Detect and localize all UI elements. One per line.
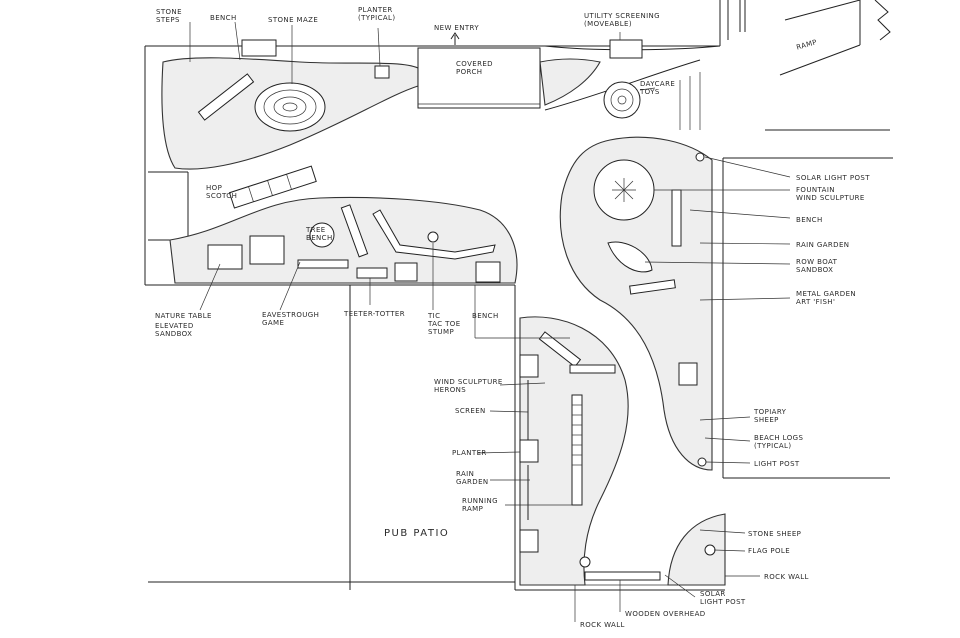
eavestrough-game <box>297 259 349 269</box>
label-pub-patio: PUB PATIO <box>384 528 449 539</box>
covered-porch <box>417 47 541 109</box>
label-light-post: LIGHT POST <box>754 460 800 468</box>
daycare-toys-circle <box>603 81 641 119</box>
hop-scotch-figure <box>228 165 317 209</box>
solar-post-right <box>695 152 705 162</box>
label-stone-sheep: STONE SHEEP <box>748 530 801 538</box>
play-cube-b <box>475 261 501 283</box>
label-rock-wall-bottom: ROCK WALL <box>580 621 625 629</box>
running-ramp <box>571 394 583 506</box>
label-beach-logs: BEACH LOGS(TYPICAL) <box>754 434 803 450</box>
label-rock-wall-right: ROCK WALL <box>764 573 809 581</box>
wooden-overhead <box>584 571 661 581</box>
label-utility-screening: UTILITY SCREENING(MOVEABLE) <box>584 12 660 28</box>
stone-maze-figure <box>254 82 326 132</box>
planting-bed-flagpole <box>667 513 726 586</box>
label-planter: PLANTER <box>452 449 487 457</box>
label-ramp: RAMP <box>795 38 818 52</box>
planter-top <box>374 65 390 79</box>
patio-bench-diagonal <box>538 331 582 368</box>
play-cube-a <box>394 262 418 282</box>
bench-right <box>671 189 682 247</box>
label-stone-maze: STONE MAZE <box>268 16 318 24</box>
step-box <box>241 39 277 57</box>
label-bench-mid: BENCH <box>472 312 499 320</box>
log-bench-right <box>629 279 676 295</box>
curved-bench <box>372 209 496 260</box>
patio-bench-flat <box>569 364 616 374</box>
leader-lines <box>189 21 791 622</box>
sign-right <box>678 362 698 386</box>
elevated-sandbox <box>249 235 285 265</box>
entry-arrow <box>450 32 460 45</box>
label-new-entry: NEW ENTRY <box>434 24 479 32</box>
solar-post-bottom <box>579 556 591 568</box>
planter-box-b <box>519 439 539 463</box>
fountain-star <box>612 178 636 202</box>
utility-screen-box <box>609 39 643 59</box>
light-post-right <box>697 457 707 467</box>
tree-bench <box>309 222 335 248</box>
label-rain-garden-right: RAIN GARDEN <box>796 241 849 249</box>
label-bench-right: BENCH <box>796 216 823 224</box>
label-screen: SCREEN <box>455 407 486 415</box>
bench-maze <box>197 73 255 121</box>
label-teeter-totter: TEETER-TOTTER <box>343 310 405 318</box>
label-nature-table: NATURE TABLE <box>155 312 212 320</box>
planter-box-c <box>519 529 539 553</box>
building-outline <box>144 0 893 591</box>
label-planter-typical: PLANTER(TYPICAL) <box>358 6 395 22</box>
tic-tac-toe-stump <box>427 231 439 243</box>
nature-table <box>207 244 243 270</box>
row-boat-sandbox <box>607 241 653 273</box>
label-solar-light-post: SOLAR LIGHT POST <box>796 174 870 182</box>
ramp-hatch <box>679 0 891 130</box>
planter-box-a <box>519 354 539 378</box>
flag-pole-base <box>704 544 716 556</box>
planting-bed-toys <box>539 58 601 106</box>
bench-left-play <box>340 204 369 258</box>
label-wooden-overhead: WOODEN OVERHEAD <box>625 610 706 618</box>
teeter-totter <box>356 267 388 279</box>
label-bench-top: BENCH <box>210 14 237 22</box>
label-flag-pole: FLAG POLE <box>748 547 790 555</box>
